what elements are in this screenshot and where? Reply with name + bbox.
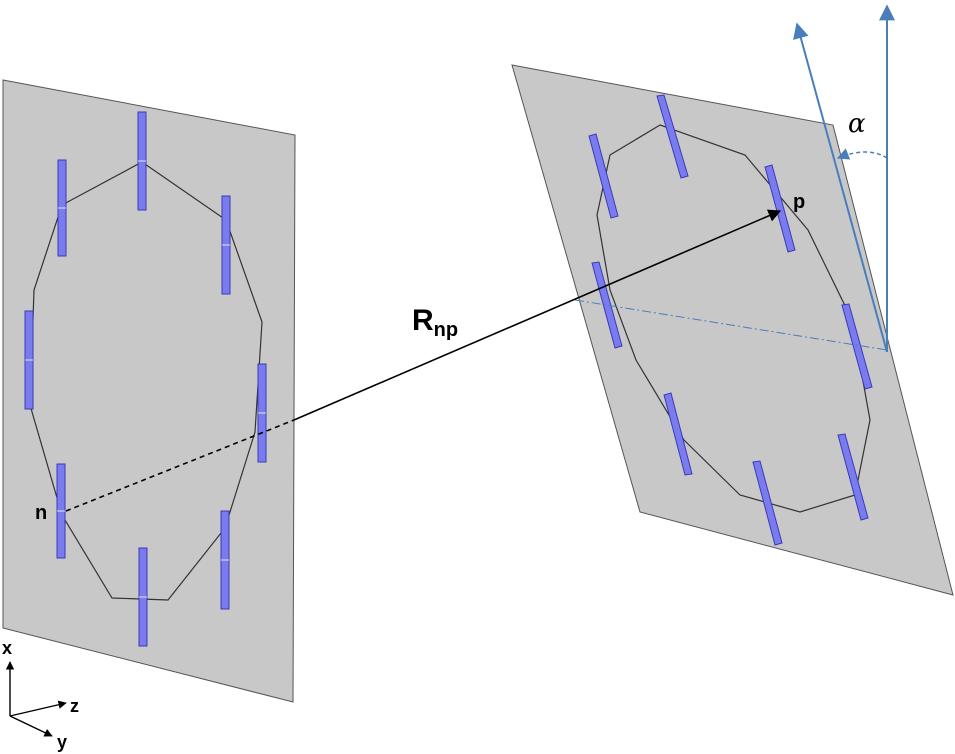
y-axis-arrow — [9, 715, 53, 737]
panel-normal-tilted-arrow — [793, 22, 888, 353]
dipole — [764, 164, 796, 253]
target-element-label: p — [793, 191, 805, 213]
dipole — [841, 303, 873, 390]
dipole — [837, 433, 869, 521]
z-axis-arrow — [9, 700, 67, 717]
tilt-angle-arc — [836, 148, 888, 160]
z-axis-label: z — [70, 696, 79, 716]
dipole — [663, 392, 693, 476]
y-axis-label: y — [57, 732, 67, 752]
dipole — [752, 460, 783, 546]
coordinate-axes: x z y — [2, 638, 79, 752]
source-element-label: n — [35, 502, 47, 524]
vector-hidden-segment — [65, 419, 295, 512]
right-panel — [511, 64, 954, 596]
right-panel-plane — [511, 64, 954, 596]
left-panel-plane — [2, 79, 296, 703]
dipole — [656, 94, 689, 179]
tilt-angle-label: α — [848, 109, 866, 139]
distance-vector: Rnp — [65, 209, 782, 512]
distance-label: Rnp — [412, 304, 458, 341]
dipole — [591, 261, 623, 349]
tilt-indicator: α — [793, 4, 895, 353]
panel-axis-dashdot — [574, 299, 888, 351]
left-panel — [2, 79, 296, 703]
x-axis-label: x — [2, 638, 12, 658]
vector-visible-segment — [293, 209, 782, 421]
dipole — [588, 133, 619, 219]
right-dipoles — [588, 94, 873, 546]
left-dipole-gaps — [25, 160, 266, 598]
